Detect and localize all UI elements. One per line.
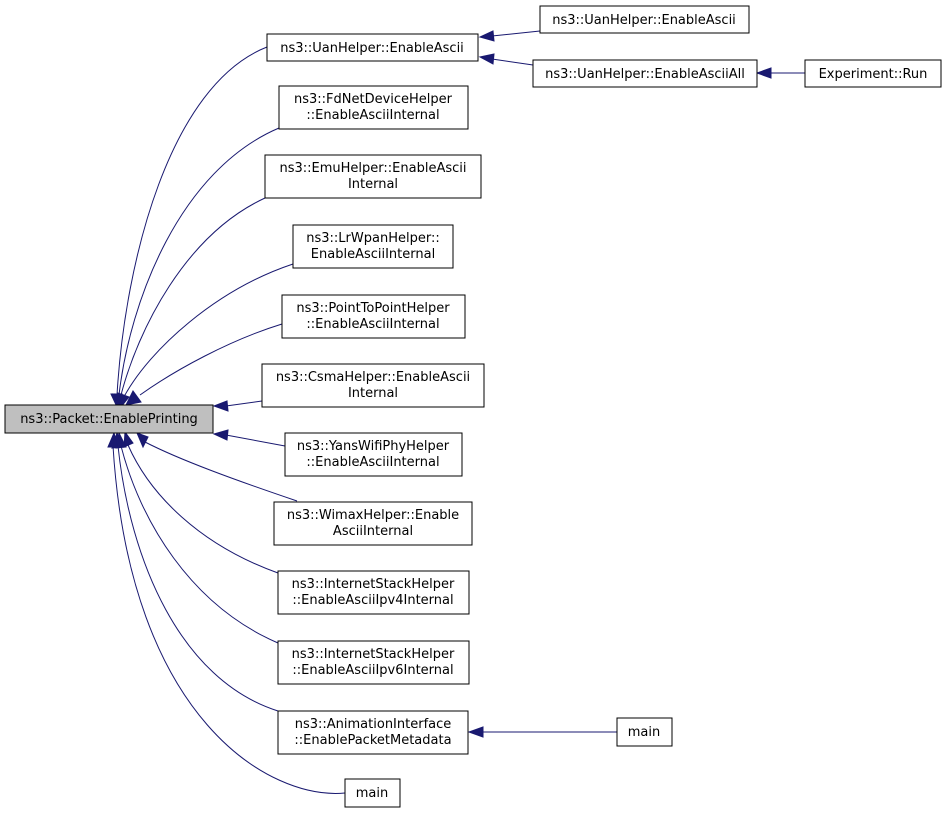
arrowhead [117,392,130,409]
node-label: ns3::WimaxHelper::Enable [287,508,459,523]
node-label: ns3::EmuHelper::EnableAscii [280,161,467,176]
node-experiment-run[interactable]: Experiment::Run [804,59,942,88]
arrowhead [212,429,229,441]
arrowhead [478,30,495,42]
node-label: ns3::InternetStackHelper [292,647,455,662]
node-label: ns3::AnimationInterface [295,717,452,732]
node-animationinterface-enablepacketmetadata[interactable]: ns3::AnimationInterface ::EnablePacketMe… [277,710,469,755]
edge-yans-to-root [225,434,286,447]
node-label: ::EnableAsciiIpv4Internal [292,593,453,608]
node-label: ns3::PointToPointHelper [296,301,450,316]
node-label: ns3::LrWpanHelper:: [306,231,439,246]
edge-lrwpan-to-root [124,263,294,396]
arrowhead [467,726,484,738]
edge-main-to-root [112,445,346,794]
edge-anim-to-root [117,445,279,712]
edges [107,30,805,794]
node-label: ns3::Packet::EnablePrinting [20,412,198,427]
node-label: ::EnableAsciiIpv6Internal [292,663,453,678]
node-wimaxhelper-enableasciiinternal[interactable]: ns3::WimaxHelper::Enable AsciiInternal [273,501,473,546]
node-pointtopointhelper-enableasciiinternal[interactable]: ns3::PointToPointHelper ::EnableAsciiInt… [281,294,466,339]
node-csmahelper-enableasciiinternal[interactable]: ns3::CsmaHelper::EnableAscii Internal [261,363,485,408]
node-label: ::EnableAsciiInternal [306,317,439,332]
nodes: ns3::Packet::EnablePrinting ns3::UanHelp… [4,5,942,808]
node-label: ::EnableAsciiInternal [306,108,439,123]
node-label: Internal [348,177,398,192]
edge-uan2-to-uan [491,30,541,37]
node-label: ns3::YansWifiPhyHelper [297,439,450,454]
node-label: AsciiInternal [333,524,413,539]
node-label: ns3::UanHelper::EnableAscii [552,13,736,28]
node-label: Internal [348,386,398,401]
node-main-right[interactable]: main [616,717,673,747]
node-label: ns3::FdNetDeviceHelper [294,92,453,107]
edge-wimax-to-root [144,441,298,502]
node-label: ns3::CsmaHelper::EnableAscii [276,370,470,385]
node-fdnetdevicehelper-enableasciiinternal[interactable]: ns3::FdNetDeviceHelper ::EnableAsciiInte… [278,85,469,130]
node-label: ns3::InternetStackHelper [292,577,455,592]
node-label: ::EnablePacketMetadata [294,733,451,748]
node-emuhelper-enableasciiinternal[interactable]: ns3::EmuHelper::EnableAscii Internal [264,154,482,199]
node-uanhelper-enableascii[interactable]: ns3::UanHelper::EnableAscii [266,33,479,62]
arrowhead [212,400,229,412]
node-label: ns3::UanHelper::EnableAscii [280,41,464,56]
node-label: Experiment::Run [819,67,928,82]
node-label: main [356,786,388,801]
node-yanswifiphyhelper-enableasciiinternal[interactable]: ns3::YansWifiPhyHelper ::EnableAsciiInte… [284,432,463,477]
node-lrwpanhelper-enableasciiinternal[interactable]: ns3::LrWpanHelper:: EnableAsciiInternal [292,224,454,269]
edge-uan-to-root [116,46,268,396]
edge-inet4-to-root [127,444,279,574]
node-label: ::EnableAsciiInternal [306,455,439,470]
node-packet-enable-printing[interactable]: ns3::Packet::EnablePrinting [4,404,214,434]
edge-p2p-to-root [139,323,283,396]
node-uanhelper-enableascii-right[interactable]: ns3::UanHelper::EnableAscii [539,5,750,34]
edge-uanall-to-uan [491,58,534,66]
node-internetstackhelper-enableasciiipv4internal[interactable]: ns3::InternetStackHelper ::EnableAsciiIp… [277,570,470,615]
arrowhead [478,53,495,65]
arrowhead [123,430,134,448]
arrowhead [125,390,142,406]
node-uanhelper-enableasciiall[interactable]: ns3::UanHelper::EnableAsciiAll [532,59,758,88]
edge-fdnet-to-root [118,127,280,396]
node-label: main [628,725,660,740]
node-label: ns3::UanHelper::EnableAsciiAll [545,67,745,82]
arrowhead [136,432,149,449]
node-internetstackhelper-enableasciiipv6internal[interactable]: ns3::InternetStackHelper ::EnableAsciiIp… [277,640,470,685]
node-label: EnableAsciiInternal [311,247,435,262]
arrowhead [107,431,119,448]
arrowhead [755,67,772,79]
node-main-bottom[interactable]: main [344,778,401,808]
edge-csma-to-root [225,400,263,407]
edge-inet6-to-root [120,445,279,644]
edge-emu-to-root [120,197,266,396]
